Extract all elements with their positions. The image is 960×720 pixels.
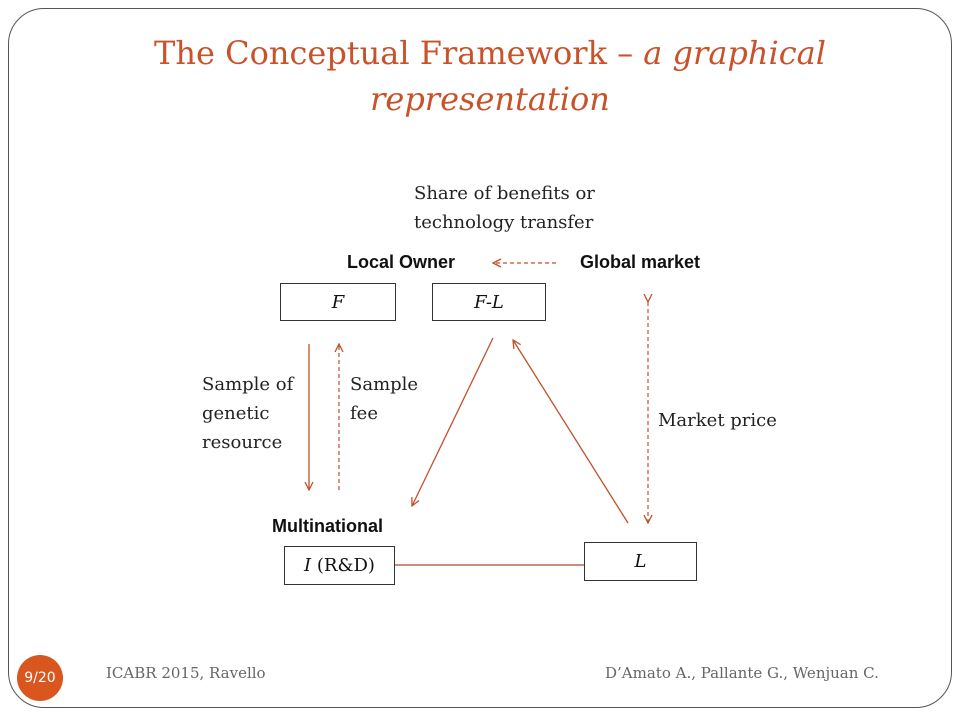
box-i-rd-label: (R&D): [311, 555, 375, 576]
market-price-label: Market price: [658, 410, 777, 431]
global-market-label: Global market: [580, 252, 701, 272]
footer-authors: D’Amato A., Pallante G., Wenjuan C.: [605, 664, 879, 682]
sample-fee-label: Sample fee: [350, 374, 419, 424]
title-main-text: The Conceptual Framework –: [154, 34, 644, 72]
benefit-share-annotation: Share of benefits or technology transfer: [414, 183, 595, 233]
box-i-variable: I: [304, 555, 312, 576]
title-italic-text: a graphical representation: [370, 34, 826, 118]
box-i-rd: I (R&D): [284, 546, 395, 585]
box-f: F: [280, 283, 396, 321]
local-owner-label: Local Owner: [347, 252, 456, 272]
slide-frame: [8, 8, 952, 708]
box-f-l-label: F-L: [474, 292, 504, 313]
box-f-l: F-L: [432, 283, 546, 321]
genetic-resource-label: Sample of genetic resource: [202, 374, 294, 453]
page-number-badge: 9/20: [17, 655, 63, 701]
multinational-label: Multinational: [272, 516, 383, 536]
footer-conference: ICABR 2015, Ravello: [106, 664, 266, 682]
slide-title: The Conceptual Framework – a graphical r…: [90, 30, 890, 122]
box-f-label: F: [331, 292, 345, 313]
box-l-label: L: [634, 551, 647, 572]
box-l: L: [584, 542, 697, 581]
